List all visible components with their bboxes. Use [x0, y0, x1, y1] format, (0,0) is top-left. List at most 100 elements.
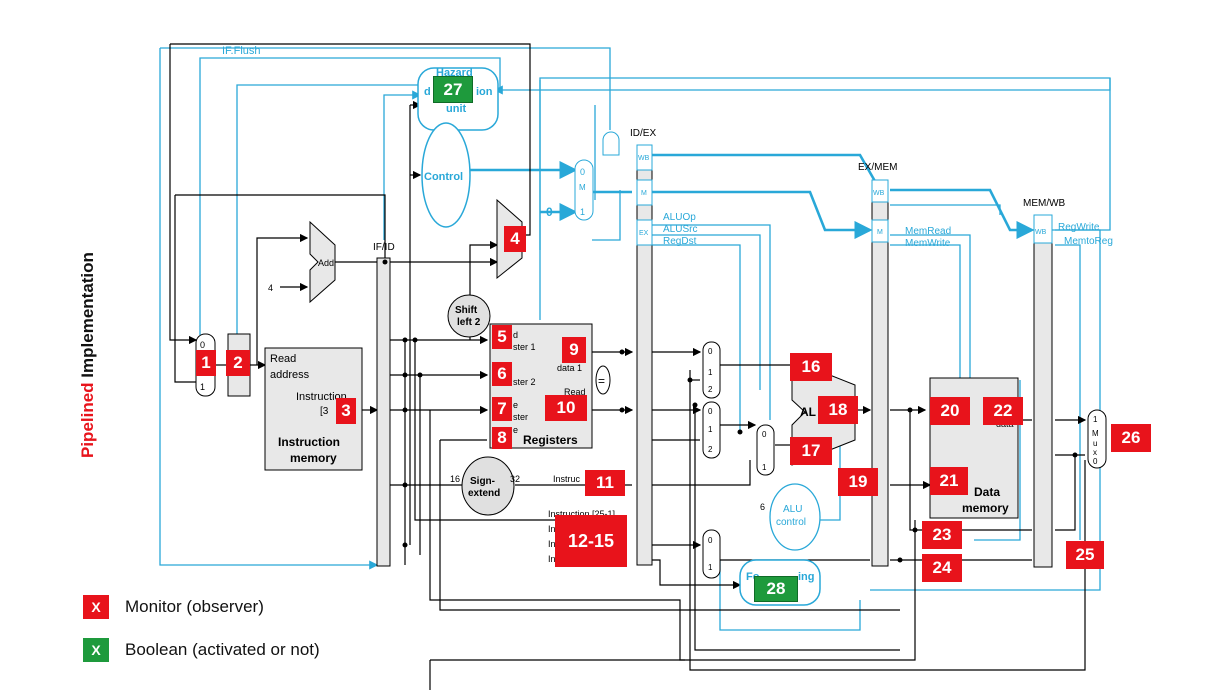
svg-text:4: 4	[268, 283, 273, 293]
components: Hazard d ion unit Control IF.Flush 0 1 A…	[196, 45, 1113, 605]
svg-text:ALU: ALU	[783, 504, 802, 515]
svg-text:0: 0	[762, 430, 767, 439]
svg-text:ID/EX: ID/EX	[630, 128, 656, 139]
svg-text:2: 2	[708, 385, 713, 394]
marker-9: 9	[562, 337, 586, 363]
marker-16: 16	[790, 353, 832, 381]
marker-25: 25	[1066, 541, 1104, 569]
svg-text:control: control	[776, 517, 806, 528]
marker-3: 3	[336, 398, 356, 424]
svg-text:Add: Add	[318, 258, 334, 268]
marker-7: 7	[492, 397, 512, 421]
svg-text:Instruction: Instruction	[278, 435, 340, 449]
svg-text:1: 1	[708, 563, 713, 572]
svg-text:0: 0	[708, 536, 713, 545]
legend-monitor: X Monitor (observer)	[83, 594, 264, 620]
title-rest: Implementation	[78, 252, 97, 382]
svg-text:address: address	[270, 369, 310, 381]
svg-text:0: 0	[1093, 457, 1098, 466]
svg-text:Data: Data	[974, 485, 1000, 499]
marker-26: 26	[1111, 424, 1151, 452]
legend-swatch-green: X	[83, 638, 109, 662]
svg-text:Shift: Shift	[455, 305, 478, 316]
svg-text:x: x	[1093, 448, 1097, 457]
marker-12-15: 12-15	[555, 515, 627, 567]
svg-text:32: 32	[510, 474, 520, 484]
svg-text:0: 0	[708, 347, 713, 356]
side-title: Pipelined Implementation	[78, 158, 104, 458]
svg-text:ALUSrc: ALUSrc	[663, 224, 697, 235]
marker-22: 22	[983, 397, 1023, 425]
svg-text:Registers: Registers	[523, 433, 578, 447]
svg-text:unit: unit	[446, 103, 466, 115]
svg-text:EX: EX	[639, 230, 649, 237]
legend-boolean: X Boolean (activated or not)	[83, 637, 320, 663]
svg-text:d: d	[513, 330, 518, 340]
svg-text:[3: [3	[320, 406, 329, 417]
if-flush-label: IF.Flush	[222, 45, 261, 57]
svg-text:ster 2: ster 2	[513, 377, 536, 387]
mem-wb-register	[1034, 215, 1052, 567]
svg-text:extend: extend	[468, 488, 500, 499]
svg-text:M: M	[641, 190, 647, 197]
svg-text:=: =	[598, 374, 605, 388]
marker-20: 20	[930, 397, 970, 425]
marker-10: 10	[545, 395, 587, 421]
svg-text:MemRead: MemRead	[905, 226, 951, 237]
svg-text:1: 1	[580, 207, 585, 217]
svg-text:0: 0	[546, 205, 553, 219]
legend-swatch-red: X	[83, 595, 109, 619]
svg-text:IF/ID: IF/ID	[373, 242, 395, 253]
marker-11: 11	[585, 470, 625, 496]
svg-text:MemtoReg: MemtoReg	[1064, 236, 1113, 247]
svg-text:ALUOp: ALUOp	[663, 212, 696, 223]
svg-text:1: 1	[708, 368, 713, 377]
marker-1: 1	[196, 350, 216, 376]
svg-text:ster 1: ster 1	[513, 342, 536, 352]
svg-text:e: e	[513, 400, 518, 410]
svg-text:ster: ster	[513, 412, 528, 422]
svg-text:EX/MEM: EX/MEM	[858, 162, 897, 173]
svg-text:memory: memory	[290, 451, 337, 465]
svg-text:RegDst: RegDst	[663, 236, 697, 247]
title-accent: Pipelined	[78, 382, 97, 458]
svg-text:data 1: data 1	[557, 363, 582, 373]
svg-text:0: 0	[200, 340, 205, 350]
svg-text:MEM/WB: MEM/WB	[1023, 198, 1066, 209]
marker-18: 18	[818, 396, 858, 424]
svg-text:ion: ion	[476, 86, 493, 98]
svg-text:M: M	[1092, 429, 1099, 438]
id-ex-register	[637, 145, 652, 565]
svg-text:16: 16	[450, 474, 460, 484]
svg-text:Read: Read	[270, 353, 296, 365]
svg-text:u: u	[1093, 439, 1097, 448]
marker-6: 6	[492, 362, 512, 386]
svg-text:6: 6	[760, 502, 765, 512]
svg-text:1: 1	[200, 382, 205, 392]
marker-4: 4	[504, 226, 526, 252]
svg-text:ing: ing	[798, 571, 815, 583]
svg-text:M: M	[579, 183, 586, 192]
control-label: Control	[424, 171, 463, 183]
marker-21: 21	[930, 467, 968, 495]
svg-text:1: 1	[708, 425, 713, 434]
svg-text:WB: WB	[1035, 229, 1047, 236]
marker-5: 5	[492, 325, 512, 349]
marker-2: 2	[226, 350, 250, 376]
if-id-register	[377, 258, 390, 566]
svg-text:Instruc: Instruc	[553, 474, 581, 484]
marker-8: 8	[492, 427, 512, 449]
svg-text:d: d	[424, 86, 431, 98]
svg-text:RegWrite: RegWrite	[1058, 222, 1100, 233]
marker-19: 19	[838, 468, 878, 496]
svg-text:Sign-: Sign-	[470, 476, 495, 487]
and-gate	[603, 132, 619, 155]
marker-17: 17	[790, 437, 832, 465]
shift-left-2	[448, 295, 490, 337]
marker-28: 28	[754, 576, 798, 602]
svg-text:WB: WB	[638, 155, 650, 162]
svg-text:WB: WB	[873, 190, 885, 197]
svg-text:memory: memory	[962, 501, 1009, 515]
svg-text:1: 1	[762, 463, 767, 472]
